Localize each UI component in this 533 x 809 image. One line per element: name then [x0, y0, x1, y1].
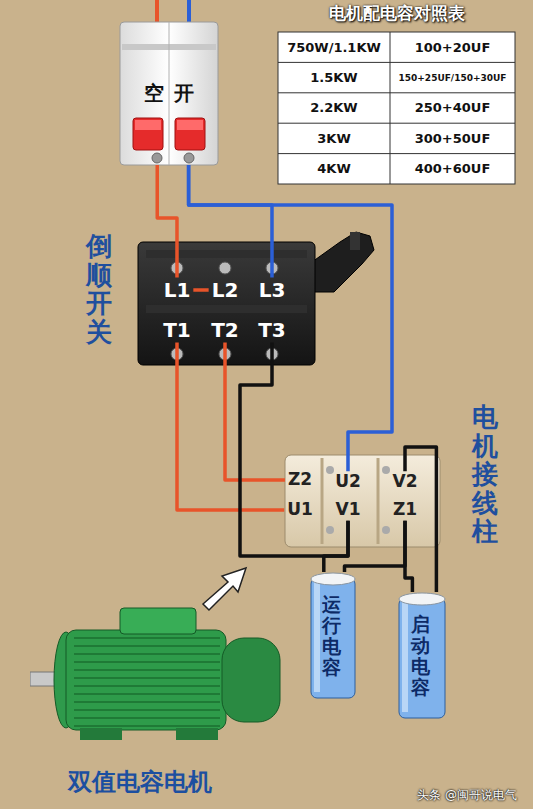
wire	[177, 343, 284, 510]
motor-terminal: Z2	[285, 469, 315, 491]
motor-terminal: U1	[284, 499, 316, 521]
terminal-label: L3	[259, 279, 286, 302]
table-cell: 2.2KW	[278, 93, 390, 123]
terminal-label: V1	[336, 500, 361, 520]
motor-shape	[30, 600, 285, 760]
wire	[240, 343, 348, 557]
switch-body	[138, 232, 374, 365]
table-grid	[278, 32, 515, 184]
motor: 双值电容电机	[30, 600, 285, 760]
wire	[157, 165, 177, 278]
motor-terminal: U2	[332, 471, 364, 493]
wire	[193, 288, 208, 292]
switch-terminal: L3	[256, 278, 289, 303]
switch-terminal: L2	[209, 278, 242, 303]
reversing-switch: 倒顺开关L1L2L3T1T2T3	[138, 242, 315, 365]
switch-terminal: L1	[161, 278, 194, 303]
switch-terminal: T1	[160, 318, 194, 343]
terminal-label: T3	[258, 319, 286, 342]
circuit-breaker: 空开	[120, 22, 218, 165]
terminal-block-body	[285, 455, 440, 547]
terminal-label: T1	[163, 319, 191, 342]
motor-terminal: V2	[390, 471, 421, 493]
terminal-label: L2	[212, 279, 239, 302]
table-cell: 150+25UF/150+30UF	[390, 62, 515, 92]
pointer-arrow	[203, 568, 246, 610]
supply-wire	[187, 0, 191, 24]
start-capacitor: 启动电容	[398, 592, 446, 720]
table-cell: 400+60UF	[390, 154, 515, 184]
terminal-label: U2	[335, 472, 361, 492]
terminal-label: Z1	[393, 500, 417, 520]
supply-wire	[155, 0, 159, 24]
terminal-label: V2	[393, 472, 418, 492]
node-label: 电机配电容对照表	[278, 2, 515, 25]
table-cell: 750W/1.1KW	[278, 32, 390, 62]
table-cell: 250+40UF	[390, 93, 515, 123]
wire	[405, 521, 412, 592]
wire	[189, 165, 272, 278]
table-cell: 100+20UF	[390, 32, 515, 62]
switch-terminal: T3	[255, 318, 289, 343]
motor-terminal: Z1	[390, 499, 420, 521]
table-cell: 1.5KW	[278, 62, 390, 92]
terminal-label: Z2	[288, 470, 312, 490]
terminal-label: U1	[287, 500, 313, 520]
breaker-body	[120, 22, 218, 165]
switch-terminal: T2	[208, 318, 242, 343]
table-cell: 300+50UF	[390, 123, 515, 153]
node-label: 空开	[120, 80, 218, 107]
node-label: 启动电容	[411, 614, 430, 698]
watermark: 头条 @闽哥说电气	[405, 786, 529, 804]
motor-terminal-block: 电机接线柱Z2U2V2U1V1Z1	[285, 455, 440, 547]
table-cell: 3KW	[278, 123, 390, 153]
run-capacitor: 运行电容	[310, 572, 356, 700]
wire	[405, 447, 436, 592]
wire	[345, 521, 406, 572]
node-label: 倒顺开关	[86, 232, 112, 346]
terminal-label: L1	[164, 279, 191, 302]
table-cell: 4KW	[278, 154, 390, 184]
node-label: 双值电容电机	[30, 766, 250, 798]
wire	[189, 165, 392, 471]
node-label: 电机接线柱	[472, 403, 498, 546]
motor-terminal: V1	[333, 499, 364, 521]
node-label: 运行电容	[322, 594, 341, 678]
terminal-label: T2	[211, 319, 239, 342]
wire	[225, 343, 285, 480]
